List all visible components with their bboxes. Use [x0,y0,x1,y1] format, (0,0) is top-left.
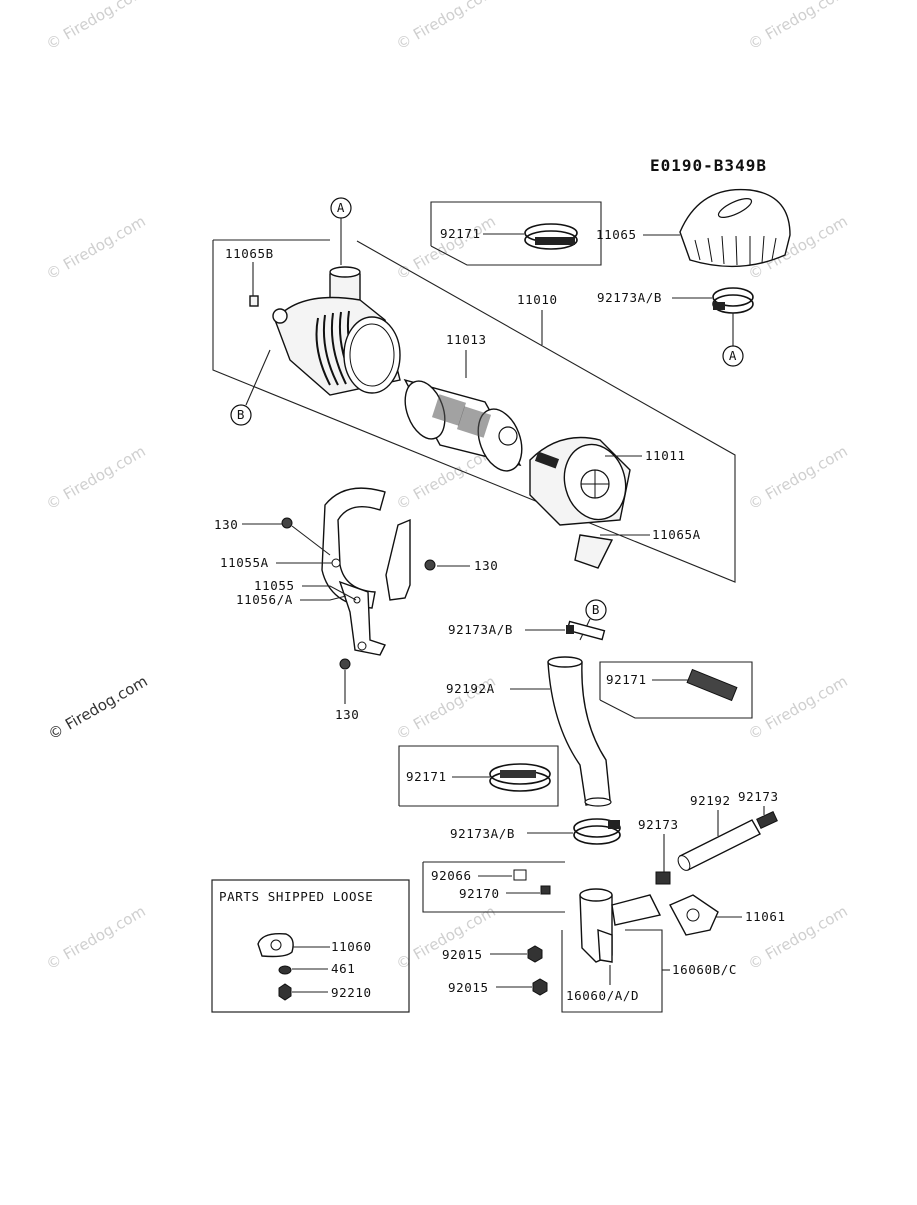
label-11065: 11065 [596,227,637,242]
label-92173ab-mid: 92173A/B [448,622,513,637]
label-11065b: 11065B [225,246,274,261]
parts-shipped-loose-title: PARTS SHIPPED LOOSE [219,889,373,904]
clamp-icon [566,620,606,641]
label-16060bc: 16060B/C [672,962,737,977]
washer-icon [278,965,292,975]
label-92173-a: 92173 [738,789,779,804]
label-11065a: 11065A [652,527,701,542]
label-11055a: 11055A [220,555,269,570]
callout-b [230,404,252,426]
callout-a-label: A [337,200,345,215]
box-92171-top [430,201,602,266]
hose-clamp-icon [489,763,551,792]
label-16060ad: 16060/A/D [566,988,639,1003]
watermark: © Firedog.com [43,0,149,53]
hose-clamp-icon [686,668,738,702]
bolt-icon [281,517,293,529]
parts-shipped-loose-box [211,879,410,1013]
label-92173ab-low: 92173A/B [450,826,515,841]
watermark: © Firedog.com [745,442,851,513]
nut-icon [527,945,543,963]
label-92173ab-top: 92173A/B [597,290,662,305]
clamp-icon [655,871,671,885]
watermarks: © Firedog.com © Firedog.com © Firedog.co… [43,0,851,973]
label-130-b: 130 [474,558,498,573]
callout-b [585,599,607,621]
label-11010: 11010 [517,292,558,307]
label-92171-low: 92171 [406,769,447,784]
watermark: © Firedog.com [43,442,149,513]
label-461: 461 [331,961,355,976]
gasket-icon [669,894,719,936]
label-92192: 92192 [690,793,731,808]
label-130-a: 130 [214,517,238,532]
label-11013: 11013 [446,332,487,347]
air-cleaner-housing [249,266,401,396]
gasket-icon [257,933,294,958]
clamp-icon [712,287,754,314]
watermark: © Firedog.com [393,0,499,53]
label-92210: 92210 [331,985,372,1000]
clamp-icon [573,818,621,845]
bolt-icon [339,658,351,670]
leader [300,595,347,601]
label-130-c: 130 [335,707,359,722]
bracket-line [422,862,565,913]
intake-hose [547,656,612,807]
rain-cap [679,188,791,268]
screw-icon [540,885,551,895]
callout-b-label: B [237,407,245,422]
label-92015-b: 92015 [448,980,489,995]
filter-element [403,378,523,472]
label-11061: 11061 [745,909,786,924]
nut-icon [278,983,292,1001]
plug-icon [513,869,527,881]
bolt-icon [424,559,436,571]
label-11055: 11055 [254,578,295,593]
label-92066: 92066 [431,868,472,883]
callout-a-label: A [729,348,737,363]
label-92015-a: 92015 [442,947,483,962]
breather-hose [677,819,761,871]
intake-pipe [579,888,662,963]
watermark: © Firedog.com [393,212,499,283]
watermark-dark: © Firedog.com [45,672,151,743]
leader [245,349,271,406]
label-11011: 11011 [645,448,686,463]
box-92171-low [398,745,559,807]
label-11060: 11060 [331,939,372,954]
leader [302,585,357,601]
hose-clamp-icon [524,223,578,250]
callout-a [722,345,744,367]
watermark: © Firedog.com [43,212,149,283]
label-92171-top: 92171 [440,226,481,241]
callout-b-label: B [592,602,600,617]
leader [291,525,331,556]
watermark: © Firedog.com [43,902,149,973]
assembly-outline [212,240,736,583]
label-92170: 92170 [459,886,500,901]
watermark: © Firedog.com [745,0,851,53]
clamp-icon [756,811,778,829]
label-92171-mid: 92171 [606,672,647,687]
watermark: © Firedog.com [745,672,851,743]
mounting-bracket [321,487,411,656]
label-92173-b: 92173 [638,817,679,832]
nut-icon [532,978,548,996]
bracket-line [561,929,663,1013]
label-92192a: 92192A [446,681,495,696]
diagram-code: E0190-B349B [650,156,767,175]
air-cleaner-cover [529,436,631,569]
box-92171-mid [599,661,753,719]
label-11056a: 11056/A [236,592,293,607]
